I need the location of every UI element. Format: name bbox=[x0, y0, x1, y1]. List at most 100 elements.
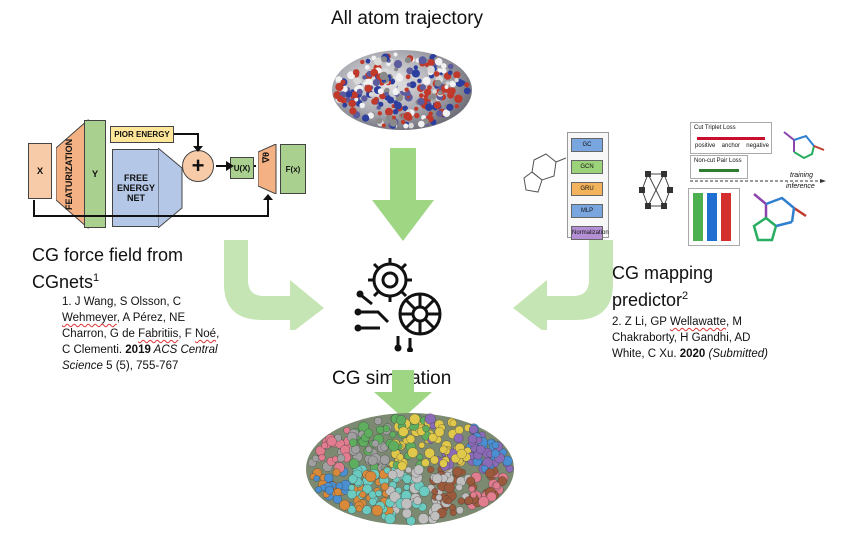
mapping-cut-labels: positive anchor negative bbox=[695, 143, 769, 149]
atom-dot bbox=[419, 84, 426, 91]
atom-dot bbox=[381, 123, 386, 128]
cg-bead bbox=[348, 458, 360, 469]
atom-dot bbox=[400, 119, 406, 125]
mapping-title: CG mapping predictor2 bbox=[612, 262, 713, 312]
cgnet-ref-fabritiis: Fabritiis bbox=[138, 328, 179, 340]
atom-dot bbox=[391, 115, 396, 121]
cg-bead bbox=[402, 474, 412, 484]
cg-bead bbox=[380, 482, 389, 491]
cg-bead bbox=[403, 484, 410, 491]
cg-bead bbox=[339, 499, 350, 511]
cg-bead-dots bbox=[308, 413, 514, 526]
cg-bead bbox=[455, 483, 463, 491]
cgnet-ref-journal: ACS Central bbox=[150, 344, 218, 356]
mapping-noncut-loss-box: Non-cut Pair Loss bbox=[690, 155, 748, 179]
mapping-ref-l1c: , M bbox=[726, 316, 742, 328]
atom-dot bbox=[411, 69, 420, 78]
mapping-title-line1: CG mapping bbox=[612, 263, 714, 283]
mapping-title-line2-wrap: predictor2 bbox=[612, 285, 713, 312]
atom-dot bbox=[406, 67, 414, 75]
cgnet-ref-line4: C Clementi. 2019 ACS Central bbox=[62, 342, 262, 358]
cg-bead bbox=[470, 491, 477, 499]
cgnet-ref-l3e: , bbox=[216, 328, 220, 340]
atom-dot bbox=[353, 77, 361, 85]
cg-bead bbox=[363, 428, 373, 438]
atom-dot bbox=[428, 111, 433, 116]
atom-dot bbox=[361, 95, 368, 102]
atom-dot bbox=[378, 101, 384, 107]
cg-bead bbox=[397, 461, 407, 471]
cgnet-free-energy-box: FREE ENERGY NET bbox=[112, 149, 160, 227]
atom-dot bbox=[419, 93, 424, 98]
cg-bead bbox=[365, 470, 377, 483]
cg-bead bbox=[485, 468, 495, 479]
mapping-negative-label: negative bbox=[746, 143, 769, 149]
cg-bead bbox=[312, 454, 319, 462]
cgnet-y-box: Y bbox=[84, 120, 106, 228]
mapping-ref-wellawatte: Wellawatte bbox=[669, 316, 726, 328]
cg-bead bbox=[478, 496, 490, 508]
mapping-training-label: training bbox=[790, 172, 813, 179]
cg-bead bbox=[430, 455, 439, 465]
atom-dot bbox=[413, 65, 418, 70]
atom-dot bbox=[359, 102, 365, 109]
cg-bead bbox=[444, 482, 455, 493]
mapping-ref-line2: Chakraborty, H Gandhi, AD bbox=[612, 332, 751, 344]
atom-dot bbox=[418, 56, 427, 65]
atom-dot bbox=[414, 106, 419, 111]
atom-dot bbox=[434, 79, 442, 87]
cg-bead bbox=[326, 436, 337, 447]
cg-bead bbox=[418, 485, 430, 497]
cg-bead bbox=[424, 413, 436, 425]
atom-dot bbox=[445, 81, 450, 86]
atom-dot bbox=[351, 91, 358, 99]
atom-dot bbox=[402, 105, 408, 112]
cg-bead bbox=[492, 481, 501, 490]
atom-dot bbox=[415, 58, 420, 63]
atom-dot bbox=[403, 112, 412, 121]
cgnet-ref-l5-rest: 5 (5), 755-767 bbox=[102, 360, 179, 372]
cgnet-ref-journal2: Science bbox=[62, 360, 103, 372]
cg-bead bbox=[388, 440, 400, 452]
cg-simulation-title: CG simulation bbox=[332, 368, 452, 389]
atom-dot bbox=[404, 87, 409, 92]
atom-dot bbox=[424, 62, 429, 67]
atom-dot bbox=[405, 74, 411, 80]
atom-dot bbox=[389, 119, 398, 127]
atom-dot bbox=[362, 114, 370, 122]
mapping-molecule-top-right bbox=[783, 131, 825, 160]
cg-bead bbox=[396, 415, 407, 426]
atom-dot bbox=[422, 76, 431, 86]
cg-bead bbox=[407, 447, 419, 458]
cg-bead bbox=[432, 473, 443, 484]
cg-bead bbox=[497, 476, 507, 486]
cg-bead bbox=[453, 433, 464, 444]
atom-dot bbox=[377, 88, 384, 95]
mapping-noncut-loss-bar bbox=[699, 169, 739, 172]
mapping-ref-year: 2020 bbox=[679, 348, 706, 360]
atom-dot bbox=[401, 81, 408, 88]
cg-bead bbox=[325, 486, 334, 495]
atom-dot bbox=[453, 71, 461, 79]
atom-dot bbox=[444, 85, 449, 89]
cgnet-title-line1: CG force field from bbox=[32, 245, 184, 265]
cg-bead bbox=[445, 497, 453, 505]
atom-dot bbox=[449, 81, 456, 88]
cgnet-fx-box: F(x) bbox=[280, 144, 306, 194]
atom-dot bbox=[454, 104, 459, 109]
mapping-molecule-left bbox=[523, 153, 567, 193]
cg-bead bbox=[324, 473, 334, 483]
atom-dot bbox=[381, 56, 387, 63]
cgnet-ref-line3: Charron, G de Fabritiis, F Noé, bbox=[62, 326, 262, 342]
cg-bead bbox=[449, 504, 456, 511]
cg-bead bbox=[417, 513, 429, 525]
atom-dot bbox=[335, 82, 344, 92]
cg-bead bbox=[400, 498, 413, 510]
atom-dot bbox=[447, 70, 453, 75]
cg-bead bbox=[476, 444, 486, 455]
cg-bead bbox=[332, 468, 341, 477]
cg-bead bbox=[401, 508, 412, 519]
atom-dot bbox=[454, 77, 459, 83]
cgnet-ref-line2: Wehmeyer, A Pérez, NE bbox=[62, 310, 262, 326]
